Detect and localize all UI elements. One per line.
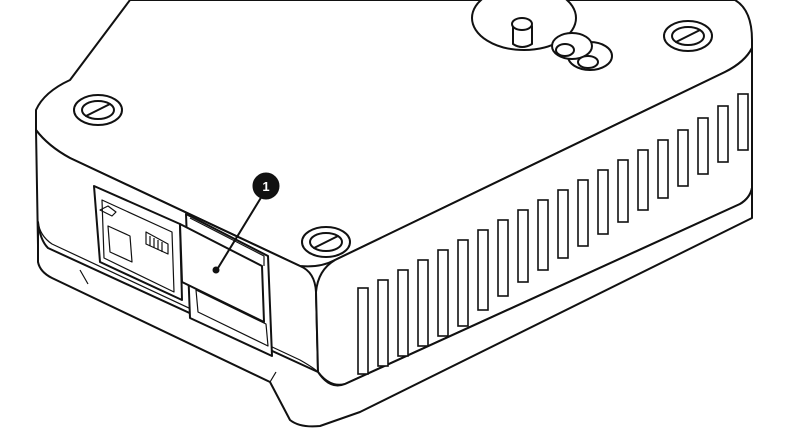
base-notches (79, 269, 277, 383)
base-plate (37, 187, 753, 428)
port-icon (93, 185, 183, 301)
antenna-connector-icon (471, 0, 613, 71)
callout-label: 1 (262, 179, 269, 194)
screw-icon (663, 20, 713, 52)
screw-icon (301, 226, 351, 258)
port-module (179, 213, 273, 357)
callout-leader-line (217, 195, 263, 269)
callout-badge (252, 172, 280, 200)
callout-1: 1 (217, 172, 280, 269)
enclosure-top (35, 0, 753, 268)
base-seam (37, 221, 319, 373)
cooling-fins (357, 93, 749, 375)
screw-icon (73, 94, 123, 126)
